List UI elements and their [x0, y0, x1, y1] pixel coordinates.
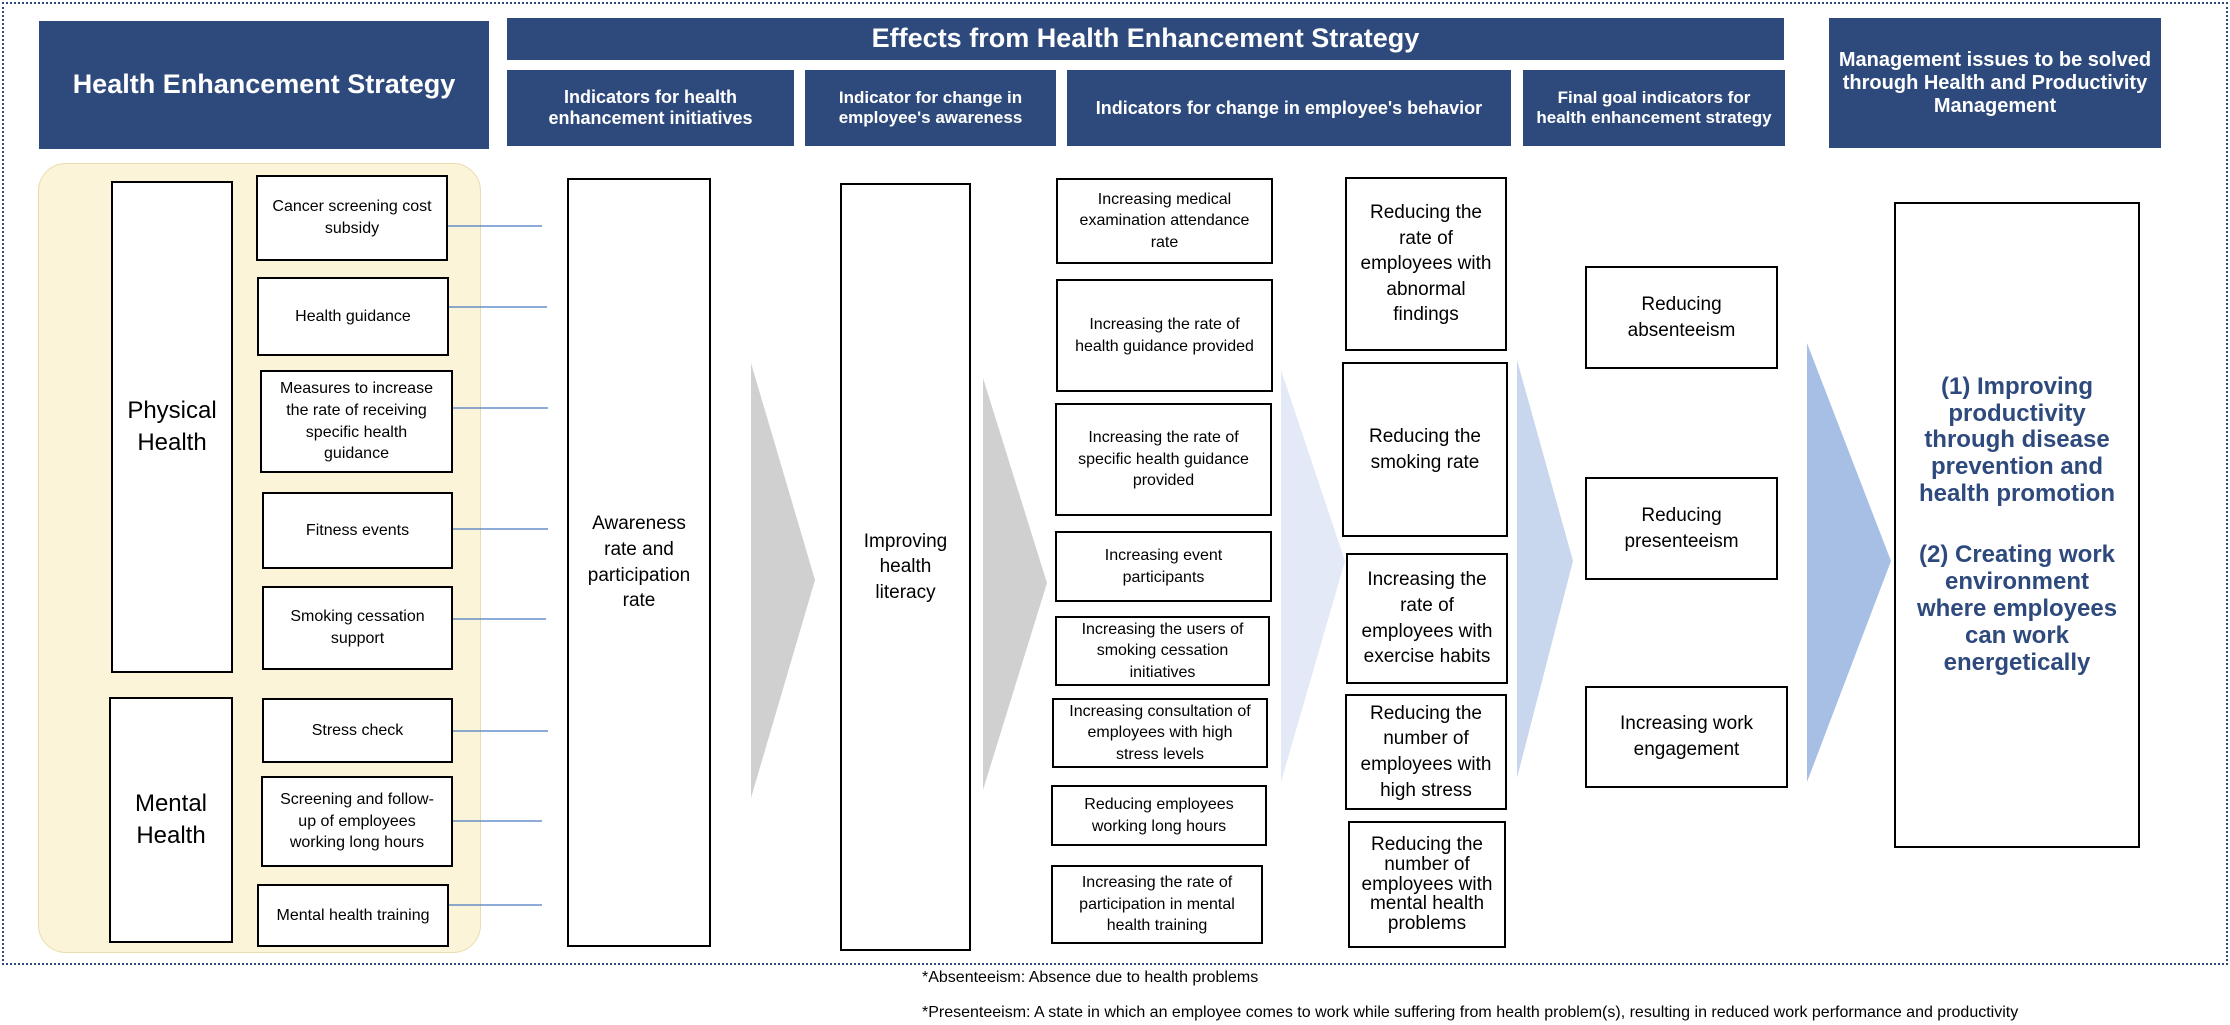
header-behavior-indicators: Indicators for change in employee's beha… — [1067, 70, 1511, 146]
outcome-high-stress: Reducing the number of employees with hi… — [1345, 694, 1507, 810]
outcome-mental-health-problems: Reducing the number of employees with me… — [1348, 821, 1506, 948]
outcome-exercise-habits: Increasing the rate of employees with ex… — [1346, 553, 1508, 684]
header-final-goal-indicators: Final goal indicators for health enhance… — [1523, 70, 1785, 146]
behavior-event-participants: Increasing event participants — [1055, 531, 1272, 602]
initiative-smoking-cessation: Smoking cessation support — [262, 586, 453, 670]
initiative-health-guidance: Health guidance — [257, 277, 449, 356]
behavior-high-stress-consultation: Increasing consultation of employees wit… — [1052, 698, 1268, 768]
initiative-fitness-events: Fitness events — [262, 492, 453, 569]
final-goal-presenteeism: Reducing presenteeism — [1585, 477, 1778, 580]
flow-arrow-1 — [751, 363, 815, 798]
diagram-frame — [2, 2, 2228, 965]
initiative-mental-health-training: Mental health training — [257, 884, 449, 947]
initiative-long-hours-screening: Screening and follow-up of employees wor… — [261, 776, 453, 867]
management-goal-work-environment: (2) Creating work environment where empl… — [1916, 541, 2118, 676]
initiative-connectors — [447, 225, 548, 906]
header-strategy: Health Enhancement Strategy — [39, 21, 489, 149]
behavior-long-hours-reduction: Reducing employees working long hours — [1051, 785, 1267, 846]
awareness-rate-box: Awareness rate and participation rate — [567, 178, 711, 947]
health-literacy-box: Improving health literacy — [840, 183, 971, 951]
header-management-issues: Management issues to be solved through H… — [1829, 18, 2161, 148]
final-goal-work-engagement: Increasing work engagement — [1585, 686, 1788, 788]
behavior-smoking-cessation-users: Increasing the users of smoking cessatio… — [1055, 616, 1270, 686]
header-effects: Effects from Health Enhancement Strategy — [507, 18, 1784, 60]
header-initiative-indicators: Indicators for health enhancement initia… — [507, 70, 794, 146]
management-goal-productivity: (1) Improving productivity through disea… — [1919, 372, 2115, 508]
footnote-absenteeism: *Absenteeism: Absence due to health prob… — [922, 969, 1259, 986]
footnote-presenteeism: *Presenteeism: A state in which an emplo… — [922, 1004, 2019, 1021]
flow-arrow-5 — [1807, 343, 1891, 782]
final-goal-absenteeism: Reducing absenteeism — [1585, 266, 1778, 369]
behavior-mental-health-training: Increasing the rate of participation in … — [1051, 865, 1263, 944]
flow-arrow-2 — [983, 378, 1047, 790]
behavior-health-guidance-rate: Increasing the rate of health guidance p… — [1056, 279, 1273, 392]
category-mental-health: Mental Health — [109, 697, 233, 943]
outcome-abnormal-findings: Reducing the rate of employees with abno… — [1345, 177, 1507, 351]
flow-arrow-4 — [1517, 360, 1573, 778]
management-goals-box: (1) Improving productivity through disea… — [1894, 202, 2140, 848]
initiative-cancer-screening: Cancer screening cost subsidy — [256, 175, 448, 261]
initiative-stress-check: Stress check — [262, 698, 453, 763]
initiative-specific-health-guidance: Measures to increase the rate of receivi… — [260, 370, 453, 473]
flow-arrow-3 — [1281, 370, 1345, 782]
category-physical-health: Physical Health — [111, 181, 233, 673]
behavior-medical-examination: Increasing medical examination attendanc… — [1056, 178, 1273, 264]
header-awareness-indicator: Indicator for change in employee's aware… — [805, 70, 1056, 146]
behavior-specific-guidance-rate: Increasing the rate of specific health g… — [1055, 403, 1272, 516]
outcome-smoking-rate: Reducing the smoking rate — [1342, 362, 1508, 537]
